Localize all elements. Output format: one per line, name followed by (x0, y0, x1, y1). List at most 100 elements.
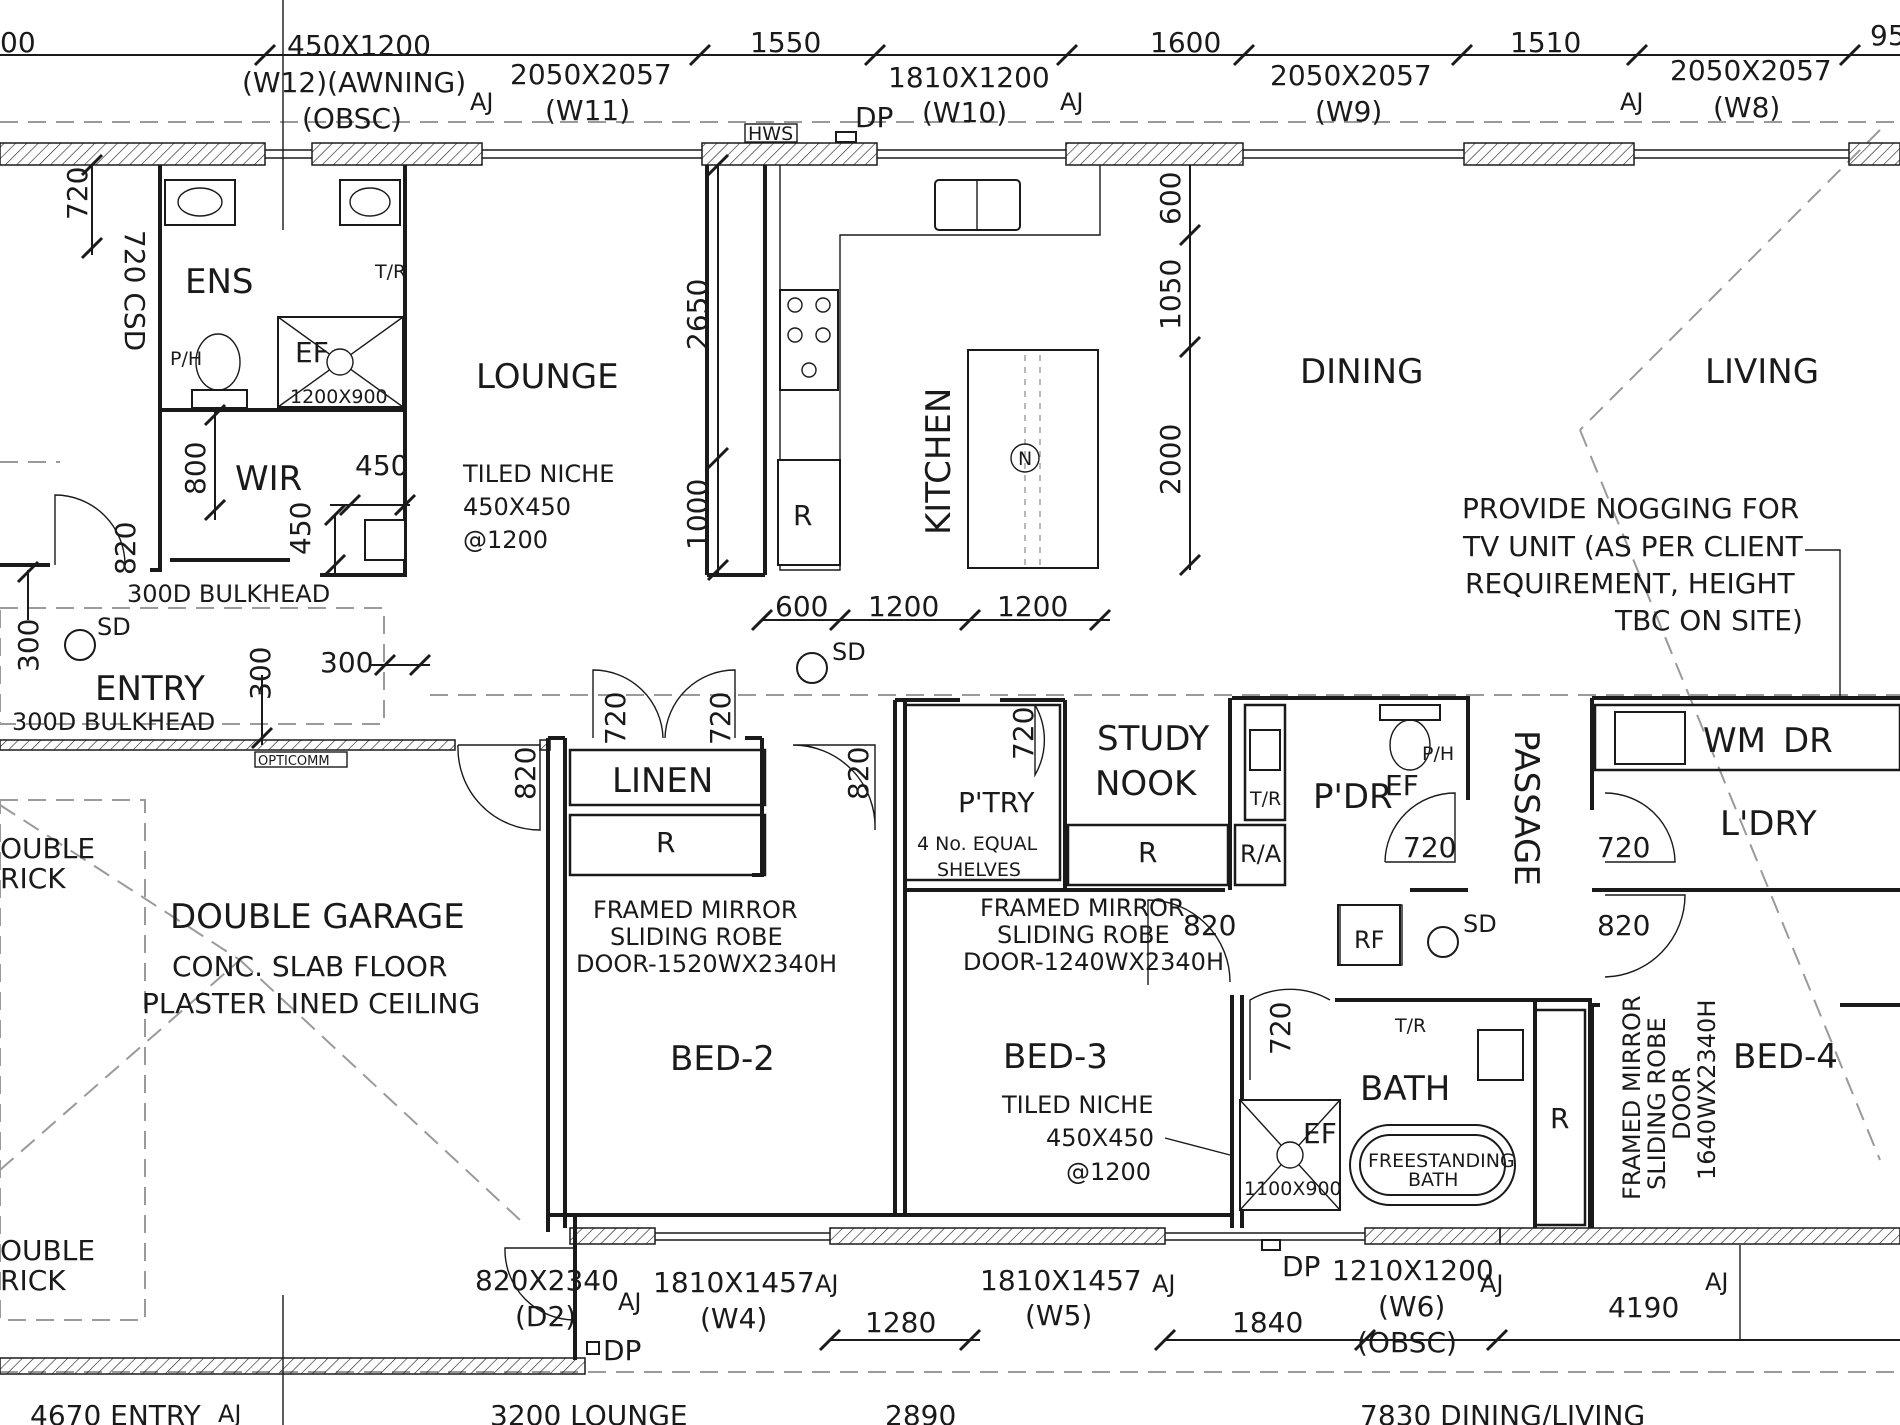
room-powder: P'DR (1313, 777, 1393, 817)
rf-label: RF (1354, 926, 1384, 954)
aj-label-4: AJ (618, 1288, 642, 1316)
room-dimensions: 720 720 CSD 2650 1000 600 1200 1200 600 … (12, 167, 1679, 1339)
w6-size: 1210X1200 (1332, 1254, 1494, 1287)
w6-tag: (W6) (1378, 1290, 1445, 1323)
hws-label: HWS (748, 123, 793, 145)
room-bath: BATH (1360, 1069, 1450, 1109)
window-tags: 450X1200 (W12)(AWNING) (OBSC) 2050X2057 … (242, 29, 1832, 1359)
dim-ldry-720: 720 (1597, 831, 1650, 864)
bulkhead-top: 300D BULKHEAD (127, 580, 330, 608)
dim-kit-600: 600 (775, 590, 828, 623)
dim-ens-720: 720 (61, 167, 94, 220)
tv-note-3: REQUIREMENT, HEIGHT (1465, 567, 1796, 600)
room-double-garage: DOUBLE GARAGE (170, 897, 465, 937)
tr-label-bath: T/R (1394, 1015, 1426, 1037)
sd-icon (796, 652, 828, 684)
aj-label-6: AJ (1152, 1270, 1176, 1298)
dp-bottom-1: DP (1282, 1250, 1320, 1283)
room-bed4: BED-4 (1733, 1037, 1838, 1077)
r-label-study: R (1138, 836, 1157, 869)
ph-label-ens: P/H (170, 348, 202, 370)
aj-label-3: AJ (1620, 88, 1644, 116)
w12-obsc: (OBSC) (302, 102, 402, 135)
room-bed2: BED-2 (670, 1039, 775, 1079)
dp-top-label: DP (855, 101, 893, 134)
bath-niche-height: @1200 (1066, 1158, 1151, 1186)
w5-size: 1810X1457 (980, 1264, 1142, 1297)
room-study: STUDY (1097, 719, 1210, 759)
bottom-dimensions: 4670 ENTRY 3200 LOUNGE 2890 7830 DINING/… (30, 1399, 1645, 1425)
aj-label-1: AJ (470, 88, 494, 116)
bed2-robe-line1: FRAMED MIRROR (593, 896, 798, 924)
bath-niche-title: TILED NICHE (1001, 1091, 1153, 1119)
room-ens: ENS (185, 262, 254, 302)
kitchen-fixtures (777, 165, 1101, 571)
opticomm-label: OPTICOMM (258, 754, 330, 769)
w11-tag: (W11) (545, 94, 630, 127)
double-brick-1b: RICK (0, 862, 66, 895)
w5-tag: (W5) (1025, 1299, 1092, 1332)
plan-notes: HWS DP AJ AJ AJ AJ AJ AJ AJ AJ AJ SD SD … (0, 88, 1833, 1425)
ra-label: R/A (1240, 840, 1282, 868)
ens-niche-height: @1200 (463, 526, 548, 554)
ef-label-bath: EF (1303, 1117, 1337, 1150)
r-label-linen: R (656, 826, 675, 859)
dim-wir-820: 820 (109, 522, 142, 575)
dp-bottom-2: DP (603, 1334, 641, 1367)
external-walls (0, 142, 1900, 1375)
r-label-bed4: R (1550, 1102, 1569, 1135)
bottom-entry: 4670 ENTRY (30, 1399, 202, 1425)
freestanding-label: FREESTANDING (1368, 1150, 1515, 1172)
room-laundry: L'DRY (1720, 804, 1817, 844)
bottom-kitchen: 2890 (885, 1399, 956, 1425)
aj-label-8: AJ (1705, 1268, 1729, 1296)
tv-note-2: TV UNIT (AS PER CLIENT (1462, 530, 1804, 563)
w12-tag: (W12)(AWNING) (242, 66, 466, 99)
aj-label-7: AJ (1480, 1270, 1504, 1298)
w8-tag: (W8) (1713, 91, 1780, 124)
garage-ceiling-note: PLASTER LINED CEILING (142, 987, 480, 1020)
dim-bot-4190: 4190 (1608, 1291, 1679, 1324)
dim-linen-720a: 720 (599, 692, 632, 745)
garage-floor-note: CONC. SLAB FLOOR (172, 950, 447, 983)
aj-label-2: AJ (1060, 88, 1084, 116)
bulkhead-bottom: 300D BULKHEAD (12, 708, 215, 736)
sd-label-1: SD (97, 613, 131, 641)
w9-tag: (W9) (1315, 95, 1382, 128)
w8-size: 2050X2057 (1670, 54, 1832, 87)
dim-bed4-820: 820 (1597, 909, 1650, 942)
room-labels: ENS LOUNGE WIR KITCHEN DINING LIVING ENT… (95, 262, 1838, 1109)
tv-note-4: TBC ON SITE) (1614, 604, 1803, 637)
dim-top-1600: 1600 (1150, 26, 1221, 59)
dim-top-1510: 1510 (1510, 26, 1581, 59)
bottom-dining-living: 7830 DINING/LIVING (1360, 1399, 1645, 1425)
w12-size: 450X1200 (287, 29, 431, 62)
double-brick-1a: OUBLE (0, 832, 95, 865)
smoke-detectors (64, 629, 1459, 966)
bed2-robe-line2: SLIDING ROBE (610, 923, 783, 951)
r-label-kitchen: R (793, 499, 812, 532)
sd-icon (1427, 926, 1459, 958)
bed4-robe-door: DOOR (1668, 1067, 1696, 1140)
w4-tag: (W4) (700, 1302, 767, 1335)
pantry-shelves-2: SHELVES (937, 859, 1021, 881)
tv-note-1: PROVIDE NOGGING FOR (1462, 492, 1799, 525)
bath-shower-size: 1100X900 (1244, 1178, 1342, 1200)
sd-icon (64, 629, 96, 661)
bed3-robe-line1: FRAMED MIRROR (980, 894, 1185, 922)
bath-niche-size: 450X450 (1046, 1124, 1154, 1152)
dim-wir-450b: 450 (284, 502, 317, 555)
sd-label-2: SD (832, 638, 866, 666)
dim-linen-720b: 720 (704, 692, 737, 745)
tr-label-ens: T/R (374, 261, 406, 283)
bed2-robe-size: DOOR-1520WX2340H (576, 950, 837, 978)
ef-label-pdr: EF (1385, 769, 1419, 802)
w6-obsc: (OBSC) (1357, 1326, 1457, 1359)
w10-tag: (W10) (922, 96, 1007, 129)
dim-bath-720: 720 (1264, 1002, 1297, 1055)
bed4-robe-line1: FRAMED MIRROR (1618, 995, 1646, 1200)
w11-size: 2050X2057 (510, 58, 672, 91)
w4-size: 1810X1457 (653, 1266, 815, 1299)
dim-din-1050: 1050 (1154, 259, 1187, 330)
